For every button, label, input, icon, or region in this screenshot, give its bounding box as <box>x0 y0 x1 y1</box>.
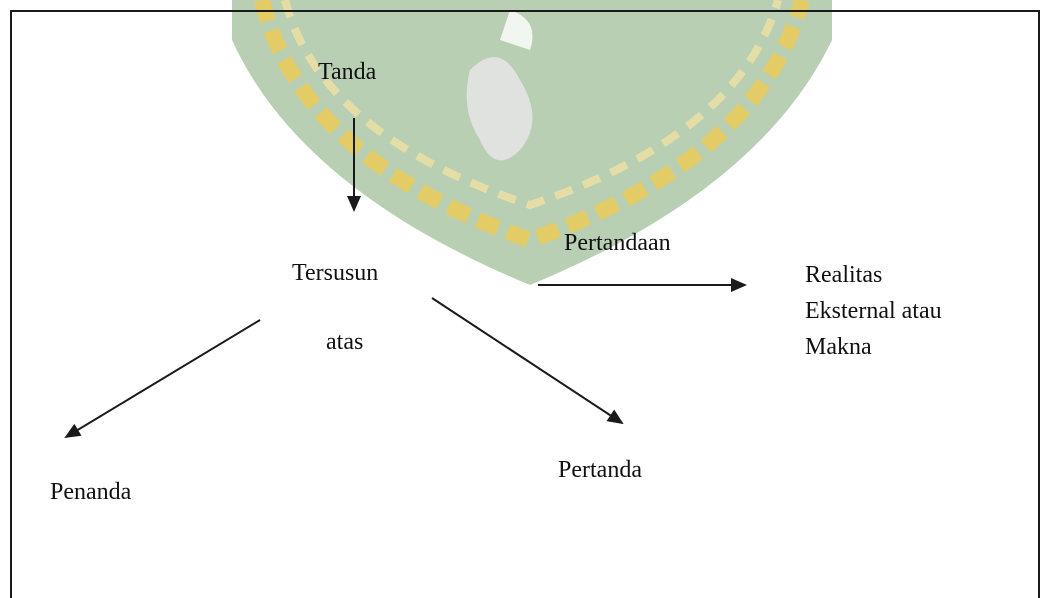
node-tanda: Tanda <box>318 59 377 85</box>
node-realitas-line2: Eksternal atau <box>805 298 942 324</box>
arrow-to-penanda <box>64 319 261 439</box>
node-realitas-eksternal: Realitas Eksternal atau Makna <box>805 257 1005 365</box>
diagram-frame <box>10 10 1040 598</box>
node-realitas-line1: Realitas <box>805 262 883 288</box>
node-atas: atas <box>326 329 364 355</box>
node-penanda: Penanda <box>50 479 132 505</box>
node-tersusun: Tersusun <box>292 260 379 286</box>
node-realitas-line3: Makna <box>805 334 872 360</box>
arrow-to-pertanda <box>431 297 624 425</box>
label-pertandaan: Pertandaan <box>564 230 671 256</box>
node-pertanda: Pertanda <box>558 457 642 483</box>
